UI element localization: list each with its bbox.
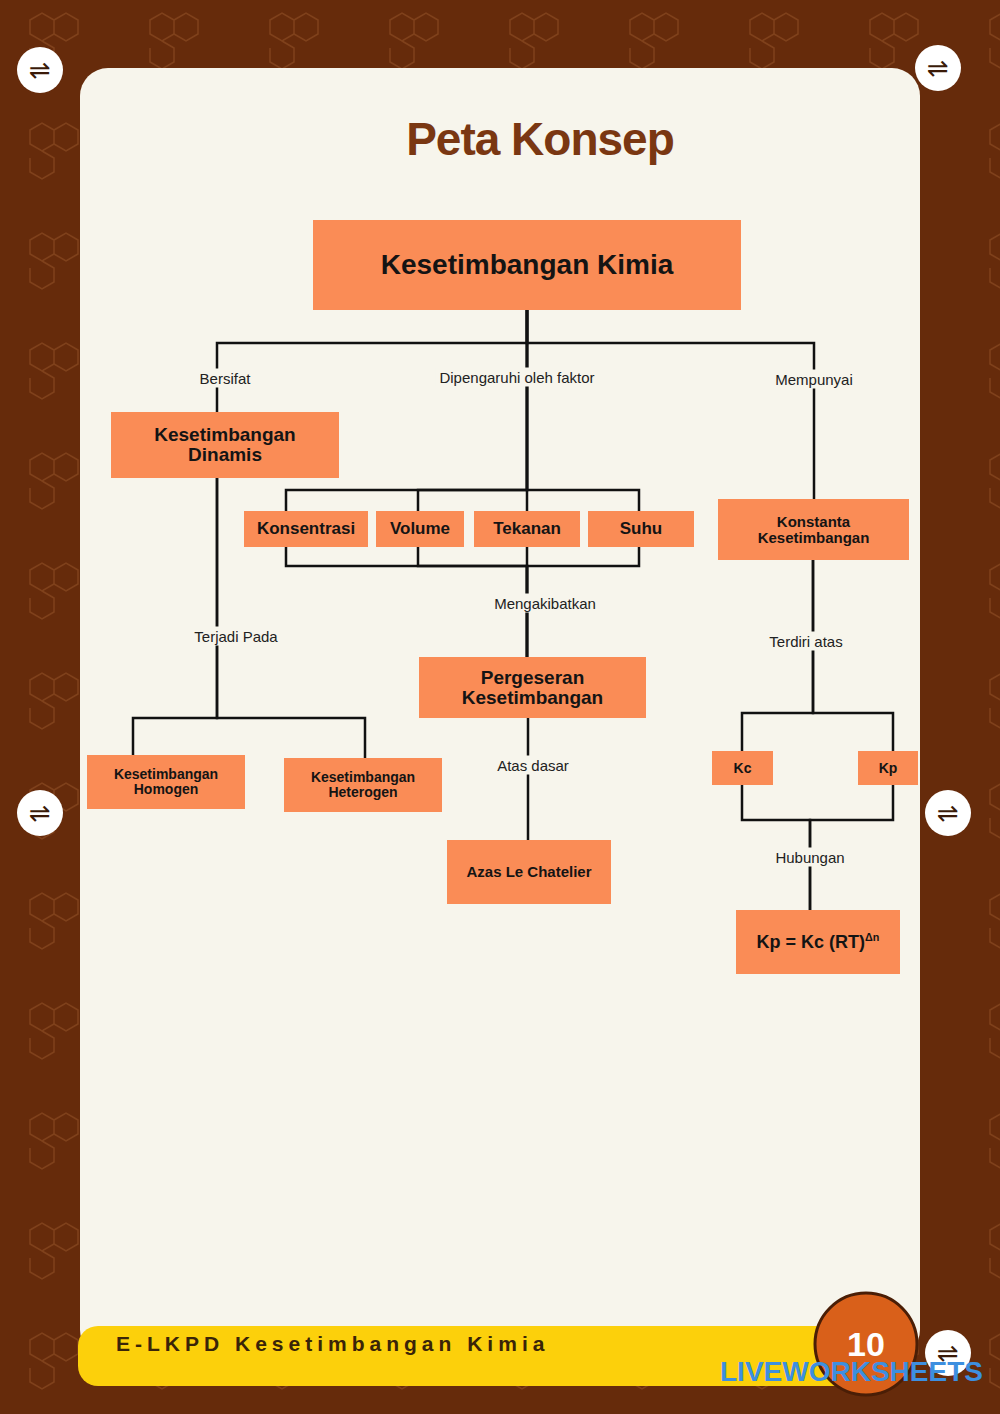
box-label: Tekanan — [493, 519, 561, 538]
edge-label: Bersifat — [196, 369, 255, 388]
connector — [133, 478, 217, 755]
concept-box: Kesetimbangan Homogen — [87, 755, 245, 809]
box-label: Konstanta Kesetimbangan — [758, 513, 870, 546]
box-label: Konsentrasi — [257, 519, 355, 538]
box-text: Tekanan — [493, 520, 561, 538]
box-label: Kp = Kc (RT) — [757, 932, 866, 952]
connector — [742, 560, 813, 751]
edge-label: Terdiri atas — [765, 632, 846, 651]
concept-box: Kesetimbangan Heterogen — [284, 758, 442, 812]
concept-box: Suhu — [588, 511, 694, 547]
box-label: Kp — [879, 760, 898, 776]
box-label: Kesetimbangan Homogen — [114, 766, 218, 797]
box-text: Azas Le Chatelier — [466, 864, 591, 880]
swap-icon: ⇌ — [937, 800, 959, 826]
box-label: Kesetimbangan Heterogen — [311, 769, 415, 800]
concept-box: Volume — [376, 511, 464, 547]
watermark: LIVEWORKSHEETS — [720, 1358, 983, 1386]
connector — [527, 310, 814, 499]
swap-icon: ⇌ — [29, 57, 51, 83]
concept-box: Kesetimbangan Kimia — [313, 220, 741, 310]
box-text: Kp = Kc (RT)Δn — [757, 932, 880, 952]
box-label: Kesetimbangan Dinamis — [154, 424, 295, 465]
page-number: 10 — [847, 1327, 885, 1361]
connector — [813, 560, 893, 751]
concept-box: Azas Le Chatelier — [447, 840, 611, 904]
page-title: Peta Konsep — [300, 112, 780, 166]
concept-box: Pergeseran Kesetimbangan — [419, 657, 646, 718]
edge-label: Dipengaruhi oleh faktor — [435, 368, 598, 387]
box-text: Kesetimbangan Homogen — [97, 767, 235, 796]
concept-box: Kp = Kc (RT)Δn — [736, 910, 900, 974]
connector — [217, 478, 365, 758]
superscript: Δn — [865, 931, 879, 943]
box-label: Kc — [734, 760, 752, 776]
concept-box: Tekanan — [474, 511, 580, 547]
box-label: Volume — [390, 519, 450, 538]
box-text: Kesetimbangan Kimia — [381, 250, 674, 279]
connector — [527, 718, 530, 840]
box-text: Kp — [879, 761, 898, 776]
box-label: Azas Le Chatelier — [466, 863, 591, 880]
box-text: Kc — [734, 761, 752, 776]
connector — [286, 310, 527, 511]
edge-label: Hubungan — [771, 848, 848, 867]
box-text: Kesetimbangan Dinamis — [121, 425, 329, 465]
connector — [527, 310, 639, 511]
box-text: Konsentrasi — [257, 520, 355, 538]
concept-box: Kp — [858, 751, 918, 785]
swap-icon: ⇌ — [927, 55, 949, 81]
connector — [217, 310, 527, 412]
box-text: Volume — [390, 520, 450, 538]
connector — [418, 310, 527, 511]
box-label: Pergeseran Kesetimbangan — [462, 667, 603, 708]
swap-icon: ⇌ — [29, 800, 51, 826]
box-label: Suhu — [620, 519, 663, 538]
edge-label: Atas dasar — [493, 756, 573, 775]
box-text: Suhu — [620, 520, 663, 538]
concept-box: Kc — [712, 751, 773, 785]
concept-box: Konsentrasi — [244, 511, 368, 547]
concept-box: Kesetimbangan Dinamis — [111, 412, 339, 478]
box-text: Pergeseran Kesetimbangan — [429, 668, 636, 708]
box-text: Kesetimbangan Heterogen — [294, 770, 432, 799]
footer-text: E-LKPD Kesetimbangan Kimia — [116, 1333, 549, 1354]
concept-box: Konstanta Kesetimbangan — [718, 499, 909, 560]
box-label: Kesetimbangan Kimia — [381, 249, 674, 280]
edge-label: Terjadi Pada — [190, 627, 281, 646]
box-text: Konstanta Kesetimbangan — [728, 514, 899, 546]
edge-label: Mempunyai — [771, 370, 857, 389]
edge-label: Mengakibatkan — [490, 594, 600, 613]
